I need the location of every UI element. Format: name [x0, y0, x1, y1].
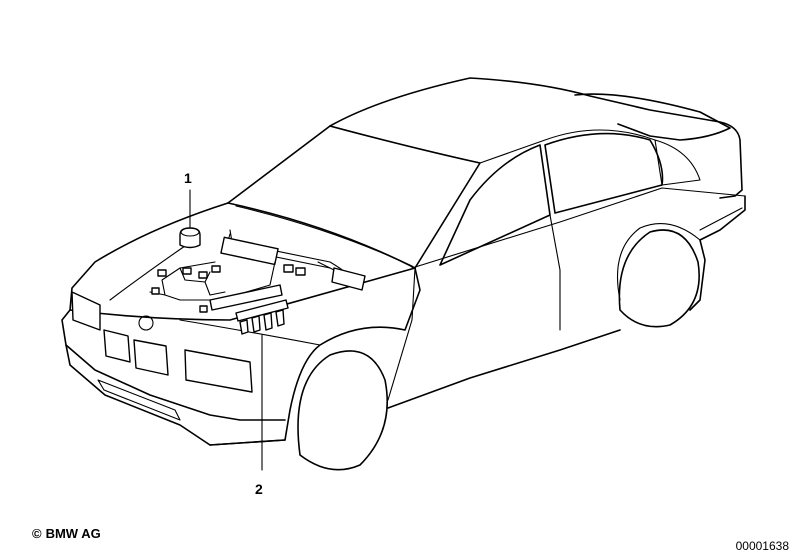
- callout-number-1: 1: [184, 170, 192, 186]
- callout-number-2: 2: [255, 481, 263, 497]
- connector: [295, 267, 306, 276]
- copyright-notice: ©BMW AG: [32, 526, 101, 541]
- front-fender: [209, 267, 421, 446]
- bumper-strip: [97, 379, 181, 421]
- part-1-sensor: [179, 189, 201, 249]
- injector: [275, 309, 285, 327]
- part-2-injectors: [235, 299, 289, 471]
- diagram-id: 00001638: [735, 539, 789, 553]
- injector: [239, 319, 249, 335]
- quarter-glass: [654, 139, 701, 186]
- headlight-right: [184, 349, 253, 393]
- car-body: [61, 77, 746, 471]
- front-fascia: [61, 309, 286, 421]
- grille-right: [133, 339, 169, 376]
- connector: [157, 269, 167, 277]
- front-bumper: [65, 344, 286, 446]
- headlight-left: [71, 291, 101, 331]
- injector: [251, 315, 261, 333]
- rear-door-window: [544, 132, 664, 214]
- side-sill: [387, 329, 621, 409]
- rear-bumper-line: [699, 207, 743, 231]
- connector: [211, 265, 221, 273]
- trunk-outline: [574, 93, 731, 141]
- engine-wiring-harness: [149, 229, 366, 313]
- injector-rail: [209, 284, 283, 311]
- door-line-middle: [549, 214, 561, 331]
- connector: [198, 271, 208, 279]
- injector-bar: [235, 299, 289, 322]
- connector: [283, 264, 294, 273]
- door-line-front: [387, 267, 416, 401]
- copyright-symbol: ©: [32, 526, 42, 541]
- copyright-text: BMW AG: [45, 526, 101, 541]
- rear-wheel: [618, 229, 700, 328]
- front-door-window: [439, 144, 551, 266]
- roof-outline: [227, 77, 743, 204]
- rear-quarter: [689, 195, 746, 311]
- roof-edge: [329, 125, 656, 164]
- front-wheel: [297, 350, 388, 471]
- hood-crease-right: [179, 319, 321, 346]
- connector: [199, 305, 208, 313]
- connector: [151, 287, 160, 295]
- harness-box: [220, 236, 279, 266]
- belt-line: [411, 187, 746, 269]
- grille-left: [103, 329, 131, 363]
- injector: [263, 312, 273, 331]
- hood-outline: [69, 202, 416, 321]
- connector: [182, 267, 192, 275]
- sensor-body: [179, 227, 201, 249]
- control-unit: [331, 267, 366, 291]
- windshield-inner: [235, 205, 413, 267]
- hood-crease: [109, 245, 186, 301]
- hood-roundel: [138, 315, 154, 331]
- rear-wheel-arch: [617, 223, 701, 301]
